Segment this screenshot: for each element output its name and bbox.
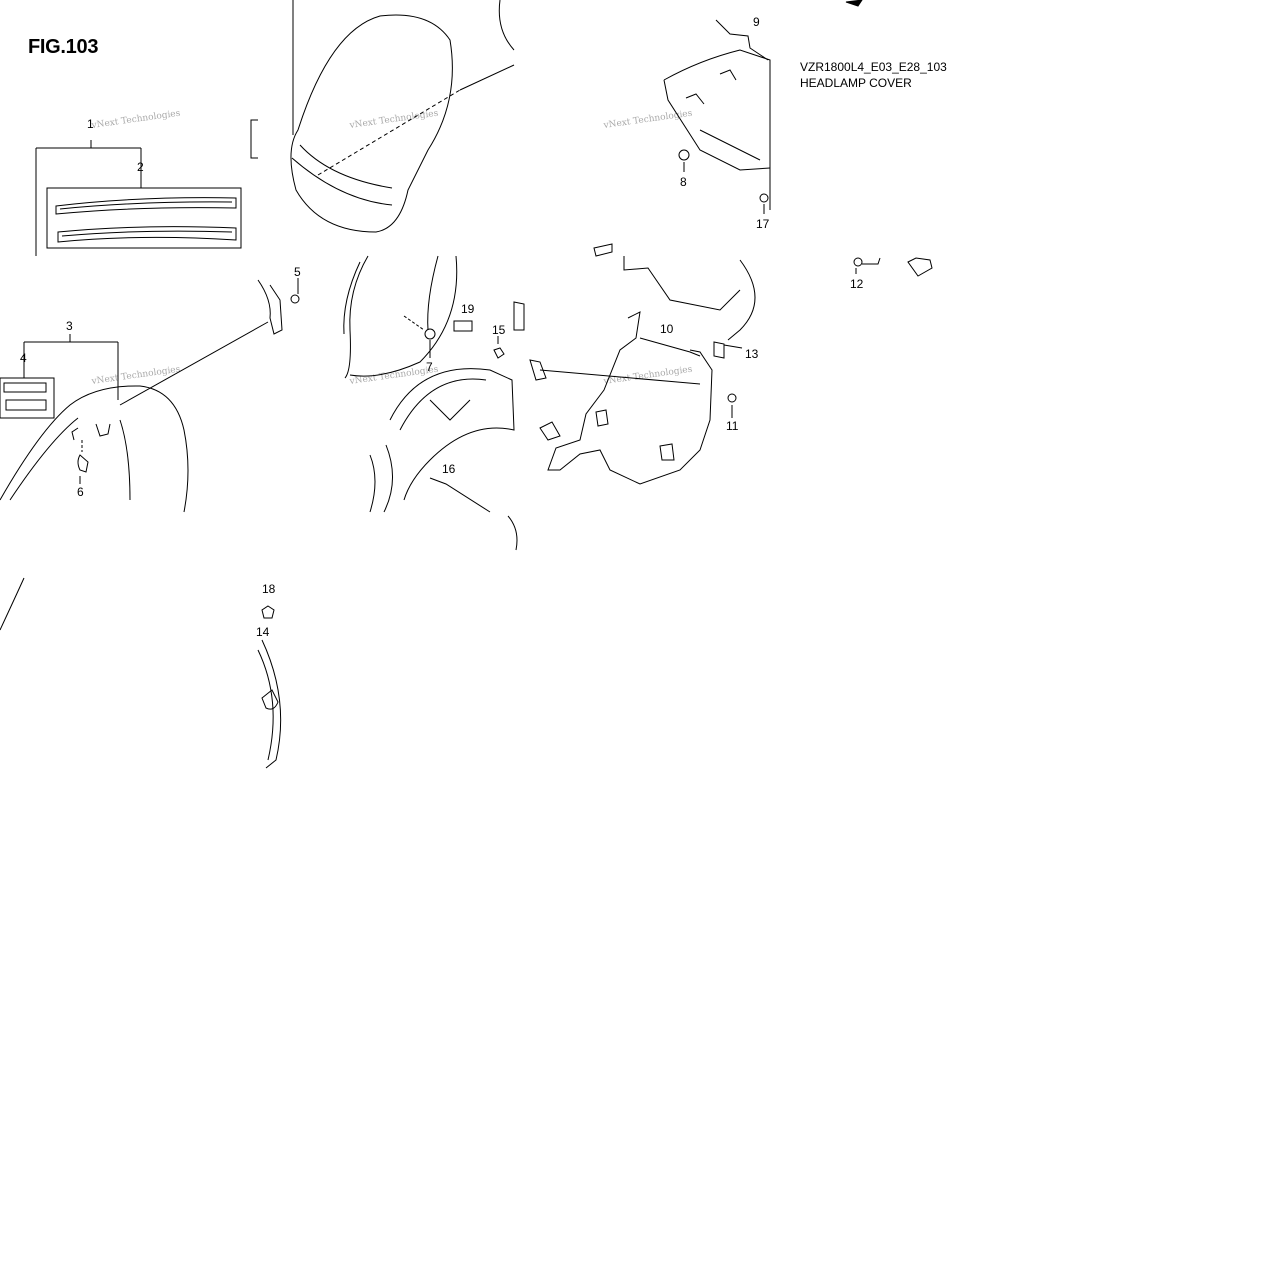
callout-12: 12 [850, 277, 864, 291]
callout-6: 6 [77, 485, 84, 499]
callout-13: 13 [745, 347, 759, 361]
callout-18: 18 [262, 582, 276, 596]
callout-1: 1 [87, 117, 94, 131]
fastener-12 [853, 257, 933, 277]
callout-5: 5 [294, 265, 301, 279]
callout-17: 17 [756, 217, 770, 231]
callout-3: 3 [66, 319, 73, 333]
inner-panel-part [343, 255, 525, 551]
watermark-text: vNext Technologies [602, 109, 693, 132]
direction-arrow [845, 0, 863, 7]
callout-labels: 1 2 3 4 5 6 7 8 9 10 11 12 13 14 15 16 1… [20, 15, 864, 639]
callout-10: 10 [660, 322, 674, 336]
headlamp-cover-part [0, 334, 189, 513]
figure-label: FIG.103 [28, 36, 99, 58]
callout-16: 16 [442, 462, 456, 476]
watermark-text: vNext Technologies [348, 109, 439, 132]
side-trim-part [0, 577, 282, 769]
watermark-text: vNext Technologies [602, 365, 693, 388]
bracket-line [250, 119, 258, 159]
callout-2: 2 [137, 160, 144, 174]
bracket-frame-part [529, 19, 771, 485]
windscreen-part [290, 0, 515, 233]
figure-code: VZR1800L4_E03_E28_103 [800, 60, 947, 74]
mount-bracket-5 [257, 278, 300, 335]
callout-14: 14 [256, 625, 270, 639]
watermark-text: vNext Technologies [90, 109, 181, 132]
callout-4: 4 [20, 351, 27, 365]
callout-9: 9 [753, 15, 760, 29]
watermark-text: vNext Technologies [90, 365, 181, 388]
callout-8: 8 [680, 175, 687, 189]
callout-19: 19 [461, 302, 475, 316]
callout-15: 15 [492, 323, 506, 337]
leader-line [119, 321, 269, 406]
callout-7: 7 [426, 360, 433, 374]
callout-11: 11 [726, 419, 739, 433]
figure-name: HEADLAMP COVER [800, 76, 912, 90]
trim-strip-assembly [35, 140, 242, 256]
